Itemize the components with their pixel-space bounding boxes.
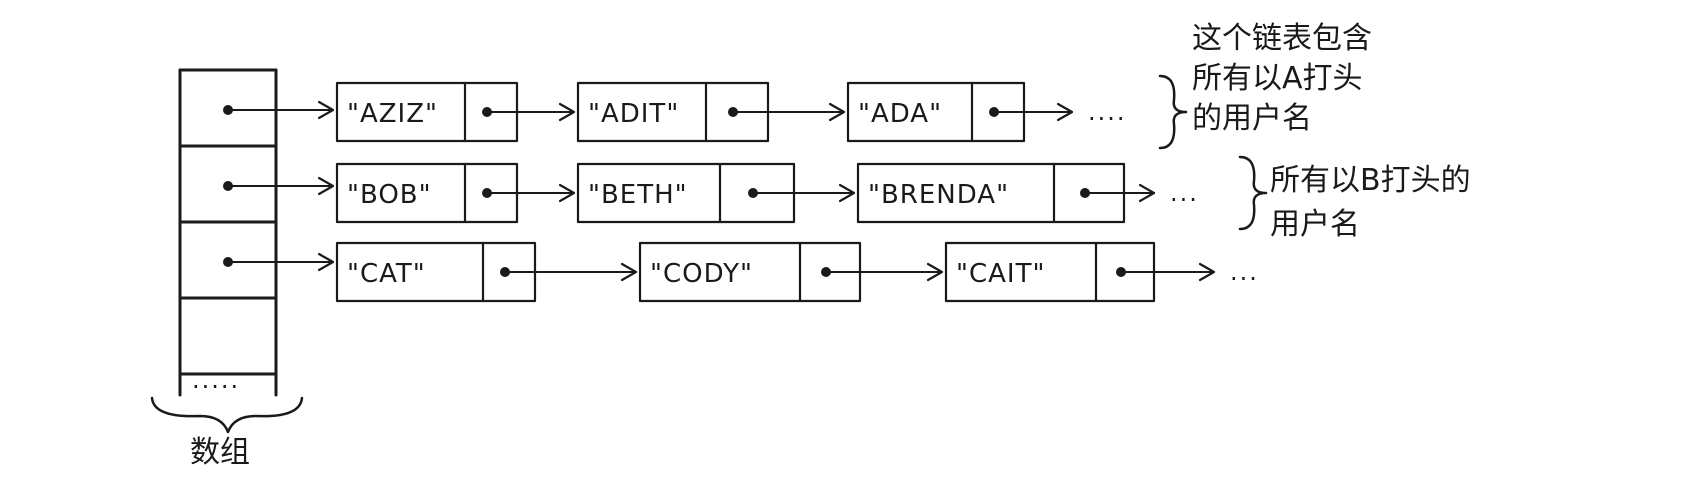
note-brace [1238, 155, 1268, 231]
note-brace [1158, 74, 1188, 150]
list-more-dots: ... [1230, 258, 1259, 286]
list-next-arrow-head [1138, 183, 1156, 203]
list-note-line: 用户名 [1270, 207, 1360, 242]
list-node-value: "BOB" [347, 180, 432, 210]
list-node-value: "ADIT" [588, 99, 679, 129]
list-next-arrow-head [926, 262, 944, 282]
array-brace [150, 396, 304, 434]
list-more-dots: .... [1088, 98, 1127, 126]
list-node-value: "CAT" [347, 259, 426, 289]
list-node-value: "AZIZ" [347, 99, 438, 129]
list-note-line: 的用户名 [1192, 101, 1312, 136]
array-to-node-arrow-head [317, 176, 335, 196]
list-node-value: "ADA" [858, 99, 942, 129]
list-next-arrow-head [1056, 102, 1074, 122]
array-more-dots: ..... [192, 366, 240, 394]
list-node-value: "BRENDA" [868, 180, 1009, 210]
list-next-arrow-head [558, 183, 576, 203]
list-note-line: 所有以B打头的 [1270, 163, 1471, 198]
list-next-arrow-head [1198, 262, 1216, 282]
list-more-dots: ... [1170, 179, 1199, 207]
list-node-value: "BETH" [588, 180, 688, 210]
list-next-arrow-head [828, 102, 846, 122]
list-node-value: "CAIT" [956, 259, 1045, 289]
array-to-node-arrow-head [317, 100, 335, 120]
list-node-value: "CODY" [650, 259, 753, 289]
list-next-arrow-head [558, 102, 576, 122]
array-label: 数组 [190, 435, 250, 470]
list-note-line: 这个链表包含 [1192, 21, 1372, 56]
list-next-arrow-head [838, 183, 856, 203]
list-next-arrow-head [620, 262, 638, 282]
array-to-node-arrow-head [317, 252, 335, 272]
list-note-line: 所有以A打头 [1192, 61, 1363, 96]
